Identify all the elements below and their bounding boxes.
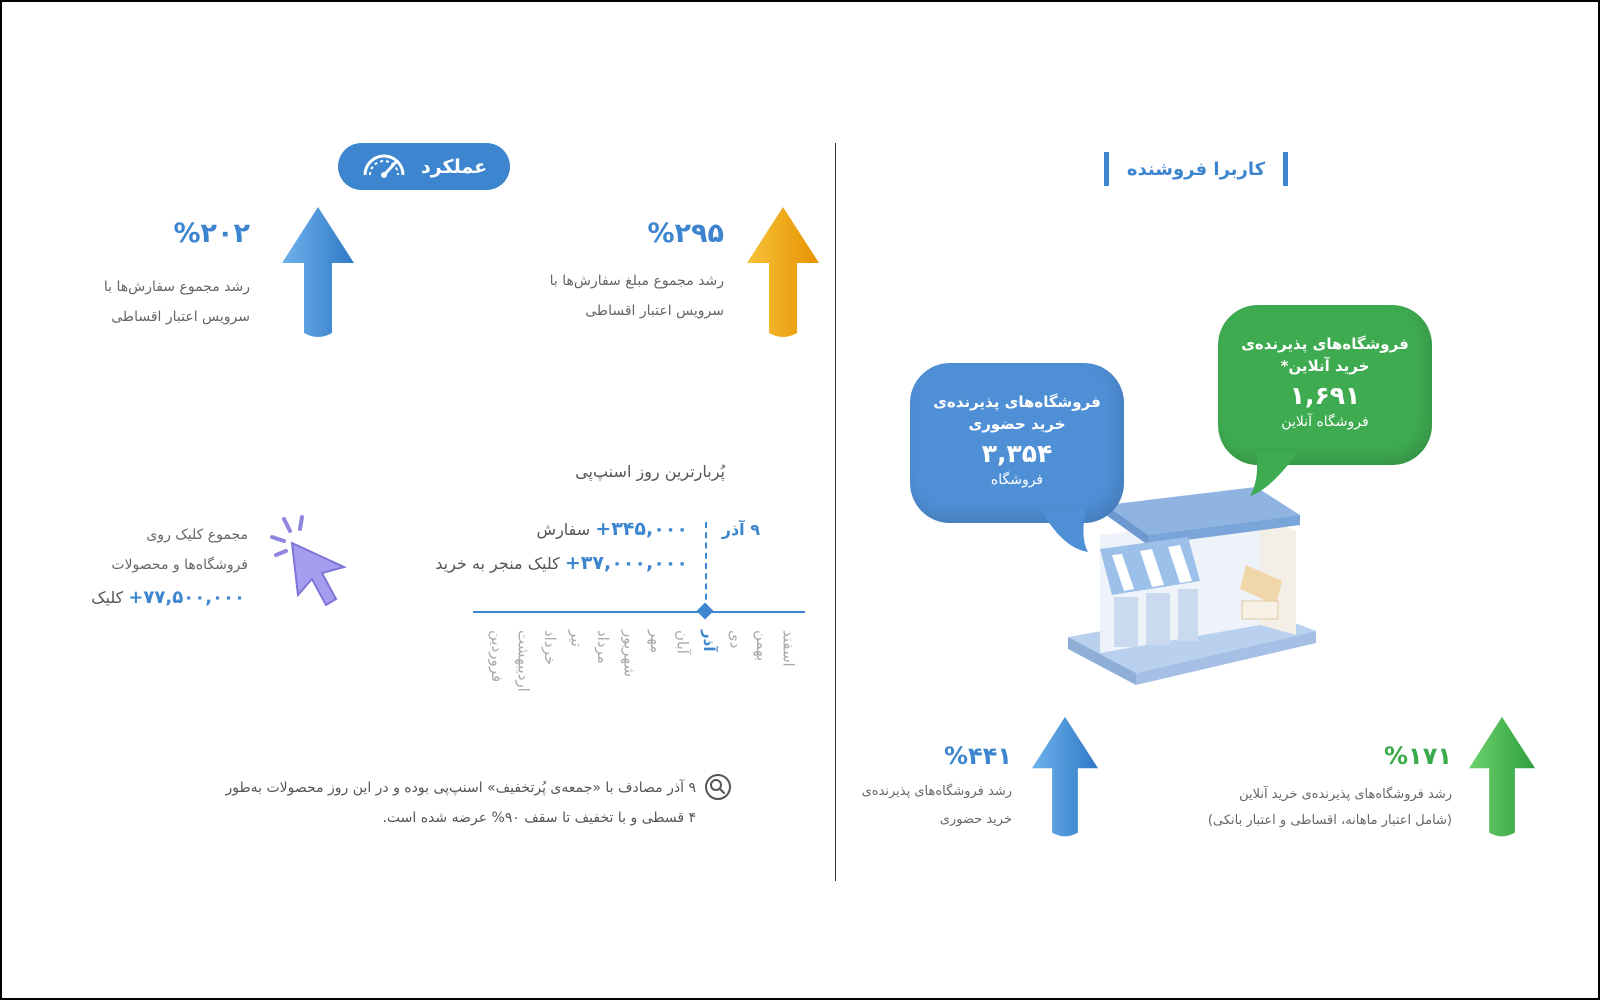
speedometer-icon [361,149,407,184]
performance-badge-label: عملکرد [420,155,488,178]
total-clicks-unit: کلیک [91,588,124,607]
clicks-buy-value: +۳۷,۰۰۰,۰۰۰ [564,552,688,574]
total-clicks-row: +۷۷,۵۰۰,۰۰۰ کلیک [40,587,245,608]
inperson-bubble-value: ۳,۳۵۴ [981,439,1053,468]
online-bubble-line2: خرید آنلاین* [1280,357,1370,375]
online-bubble-unit: فروشگاه آنلاین [1281,414,1369,430]
online-bubble-line1: فروشگاه‌های پذیرنده‌ی [1241,335,1409,353]
inperson-bubble-unit: فروشگاه [990,472,1044,488]
inperson-bubble-line1: فروشگاه‌های پذیرنده‌ی [933,393,1101,411]
month-label: اردیبهشت [514,630,533,692]
month-label: خرداد [541,630,559,666]
stat-order-amount-line2: سرویس اعتبار اقساطی [585,303,724,319]
green-arrow-icon [1467,715,1537,844]
stat-inperson-value: %۴۴۱ [944,742,1012,770]
stat-order-count-label: رشد مجموع سفارش‌ها با سرویس اعتبار اقساط… [40,272,250,332]
timeline-axis [473,611,805,613]
cursor-click-icon [270,515,354,615]
online-stores-bubble: فروشگاه‌های پذیرنده‌ی خرید آنلاین* ۱,۶۹۱… [1218,305,1432,465]
stat-order-amount-value: %۲۹۵ [647,218,725,249]
clicks-buy-row: +۳۷,۰۰۰,۰۰۰ کلیک منجر به خرید [380,552,688,574]
busiest-date: ۹ آذر [721,520,760,539]
stat-online-label: رشد فروشگاه‌های پذیرنده‌ی خرید آنلاین (ش… [1140,782,1452,834]
online-bubble-value: ۱,۶۹۱ [1289,381,1361,410]
orders-value: +۳۴۵,۰۰۰ [595,518,688,540]
stat-online-line1: رشد فروشگاه‌های پذیرنده‌ی خرید آنلاین [1239,787,1452,802]
stat-order-amount-line1: رشد مجموع مبلغ سفارش‌ها با [549,273,724,289]
section-divider [835,143,836,881]
orange-arrow-icon [745,205,821,345]
online-bubble-tail [1248,452,1298,502]
footnote: ۹ آذر مصادف با «جمعه‌ی پُرتخفیف» اسنپ‌پی… [100,773,696,833]
stat-inperson-label: رشد فروشگاه‌های پذیرنده‌ی خرید حضوری [820,778,1012,834]
search-info-icon [704,773,732,805]
total-clicks-line1: مجموع کلیک روی [146,527,248,543]
stat-order-count-line1: رشد مجموع سفارش‌ها با [103,279,250,295]
inperson-bubble-tail [1040,508,1090,558]
stat-inperson-line2: خرید حضوری [939,812,1012,827]
stat-online-value: %۱۷۱ [1384,742,1452,770]
month-label: شهریور [620,630,639,677]
month-label: بهمن [753,630,771,662]
total-clicks-line2: فروشگاه‌ها و محصولات [111,557,248,573]
seller-title-text: کاربرا فروشنده [1126,158,1266,180]
stat-order-count-value: %۲۰۲ [173,218,251,249]
month-label: دی [726,630,745,649]
month-label: فروردین [488,630,506,683]
timeline-dashed-marker [705,522,707,610]
orders-label: سفارش [536,520,591,539]
month-label: مرداد [594,630,612,664]
month-label: اسفند [779,630,798,667]
footnote-line1: ۹ آذر مصادف با «جمعه‌ی پُرتخفیف» اسنپ‌پی… [225,780,696,796]
inperson-bubble-line2: خرید حضوری [968,415,1066,433]
month-label: مهر [647,630,665,654]
clicks-buy-label: کلیک منجر به خرید [435,554,560,573]
month-label: تیر [567,630,586,647]
orders-row: +۳۴۵,۰۰۰ سفارش [400,518,688,540]
blue-arrow-icon [280,205,356,345]
blue-arrow-icon [1030,715,1100,844]
footnote-line2: ۴ قسطی و با تخفیف تا سقف ۹۰% عرضه شده اس… [382,810,696,826]
storefront-icon [1060,485,1320,699]
stat-order-count-line2: سرویس اعتبار اقساطی [111,309,250,325]
performance-badge: عملکرد [338,143,510,190]
stat-order-amount-label: رشد مجموع مبلغ سفارش‌ها با سرویس اعتبار … [460,266,724,326]
busiest-day-title: پُربارترین روز اسنپ‌پی [575,462,725,481]
stat-inperson-line1: رشد فروشگاه‌های پذیرنده‌ی [861,784,1012,799]
inperson-stores-bubble: فروشگاه‌های پذیرنده‌ی خرید حضوری ۳,۳۵۴ ف… [910,363,1124,523]
total-clicks-value: +۷۷,۵۰۰,۰۰۰ [128,587,245,608]
month-label: آذر [700,630,718,652]
stat-online-line2: (شامل اعتبار ماهانه، اقساطی و اعتبار بان… [1207,813,1452,828]
month-label: آبان [673,630,692,654]
total-clicks-label: مجموع کلیک روی فروشگاه‌ها و محصولات [60,520,248,580]
seller-section-title: کاربرا فروشنده [1104,152,1288,186]
